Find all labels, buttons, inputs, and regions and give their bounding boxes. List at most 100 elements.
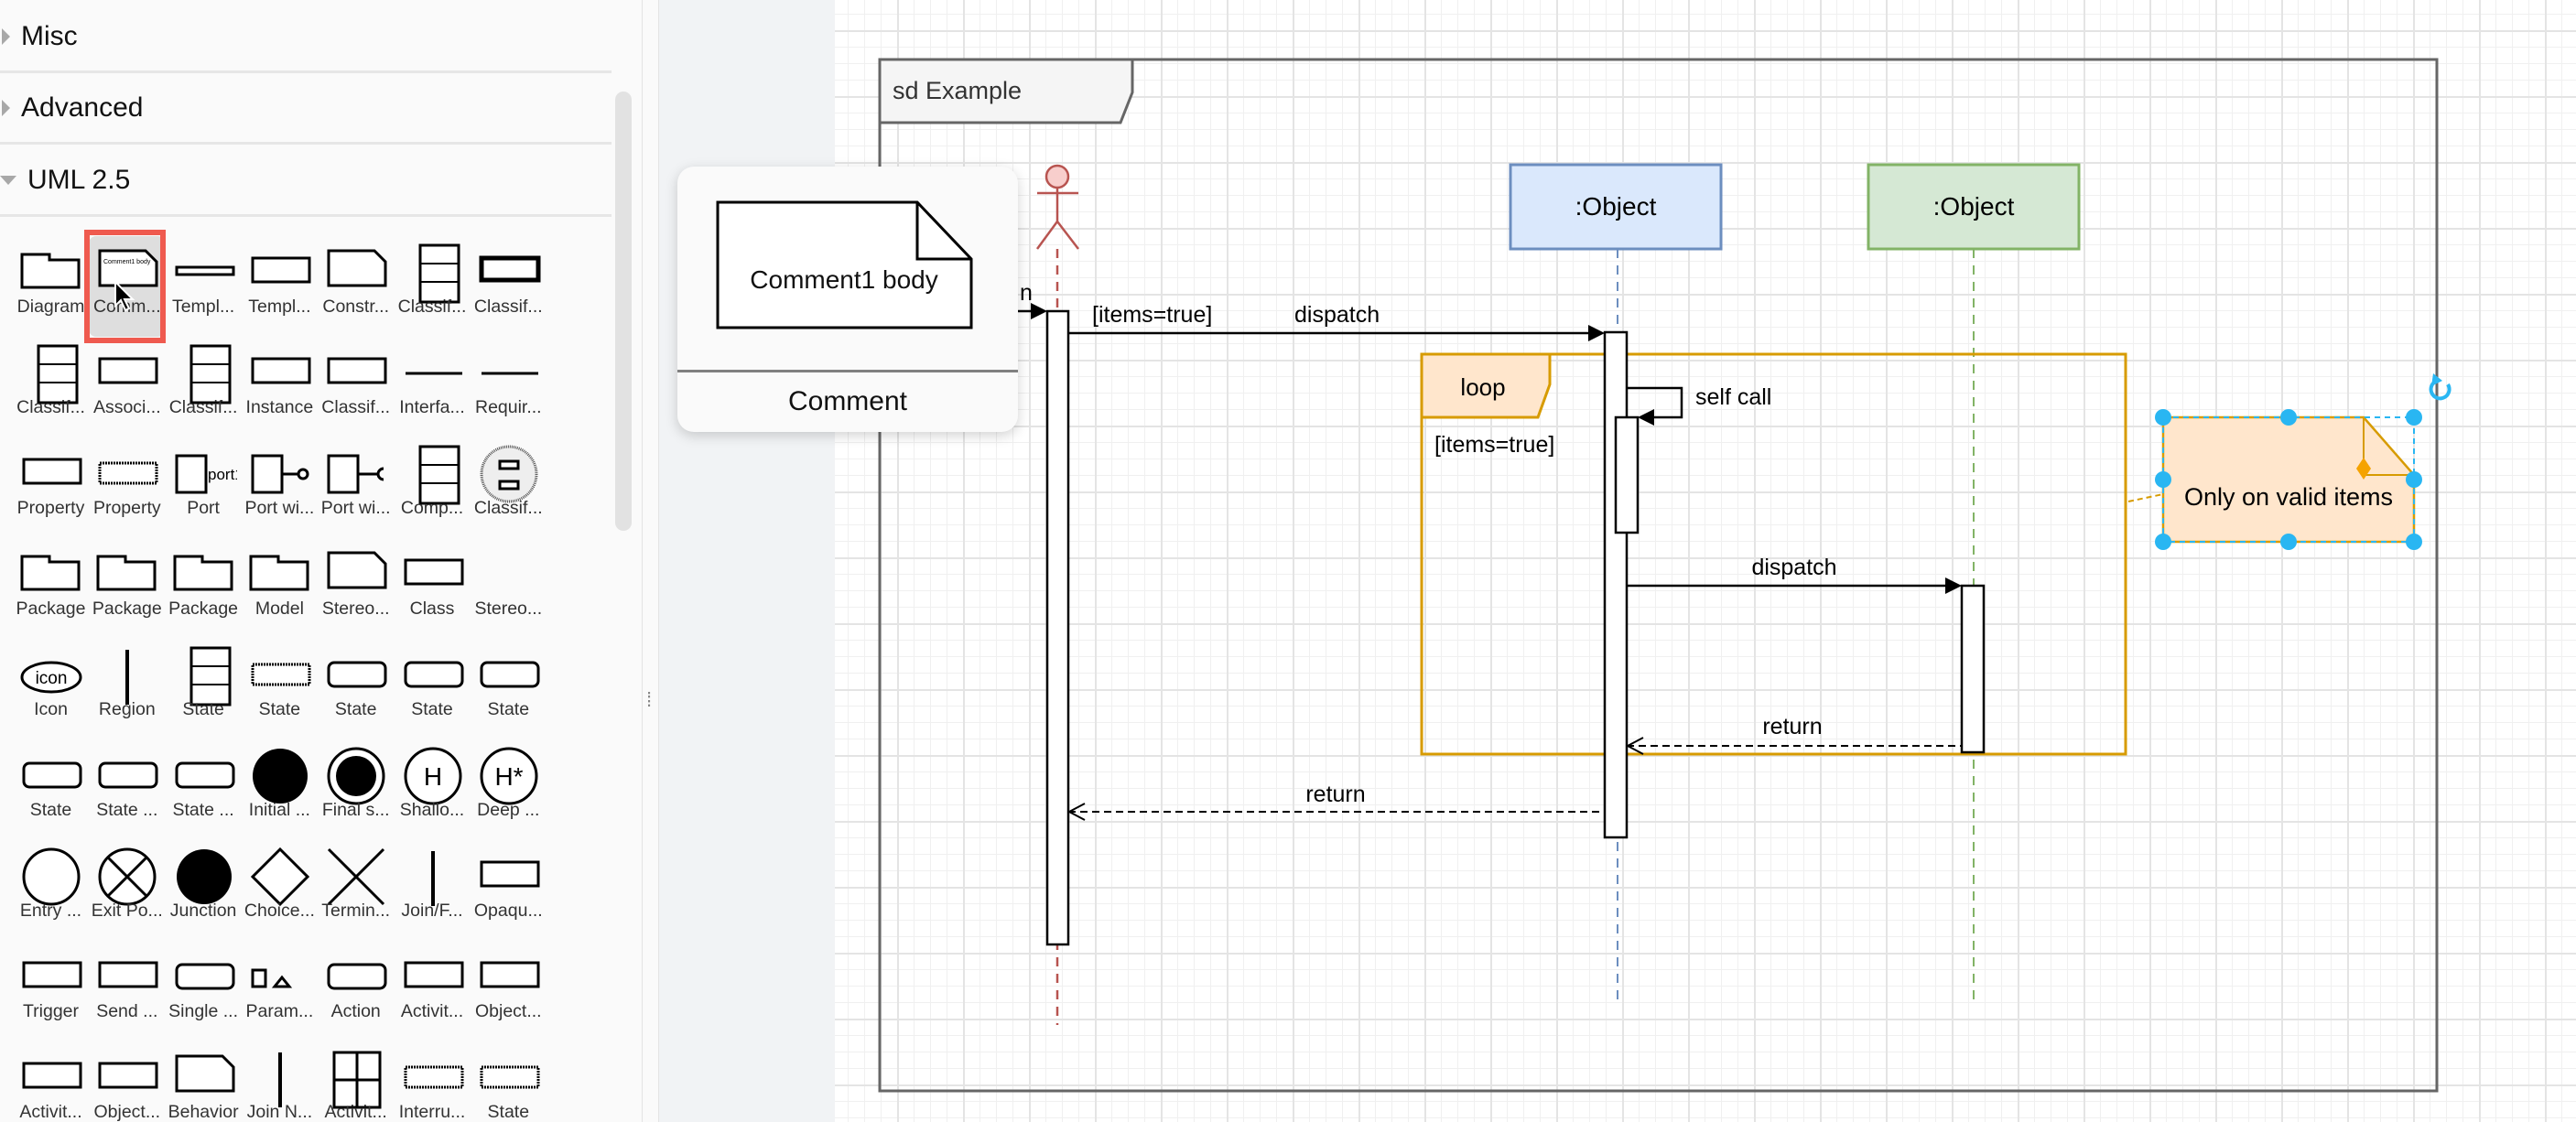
palette-item[interactable]: Requir... bbox=[471, 337, 547, 437]
palette-item[interactable]: Property bbox=[89, 437, 165, 538]
palette-item[interactable]: Classif... bbox=[471, 236, 547, 337]
box-shape-icon bbox=[480, 961, 540, 988]
palette-item[interactable]: Initial ... bbox=[242, 739, 318, 840]
object-1-activation[interactable] bbox=[1603, 330, 1629, 839]
palette-item[interactable]: Termin... bbox=[318, 840, 394, 941]
note-only-valid-items[interactable]: Only on valid items bbox=[2127, 415, 2416, 544]
message-dispatch-1[interactable]: [items=true] dispatch bbox=[1068, 302, 1605, 341]
palette-item[interactable]: port1Port bbox=[166, 437, 242, 538]
palette-item[interactable]: Templ... bbox=[166, 236, 242, 337]
palette-item[interactable]: Associ... bbox=[89, 337, 165, 437]
palette-item[interactable]: Property bbox=[13, 437, 89, 538]
palette-item[interactable]: Behavior bbox=[166, 1041, 242, 1122]
palette-item[interactable]: State bbox=[166, 639, 242, 739]
palette-item-label: Classif... bbox=[473, 297, 543, 317]
palette-item[interactable]: Interru... bbox=[395, 1041, 471, 1122]
collapse-arrow-icon bbox=[0, 175, 16, 185]
palette-item[interactable]: Trigger bbox=[13, 941, 89, 1041]
palette-item[interactable]: State bbox=[395, 639, 471, 739]
resize-handle[interactable] bbox=[2280, 409, 2297, 426]
resize-handle[interactable] bbox=[2280, 534, 2297, 550]
palette-item[interactable]: Join N... bbox=[242, 1041, 318, 1122]
message-dispatch-2[interactable]: dispatch bbox=[1627, 555, 1962, 594]
message-self-call[interactable]: self call bbox=[1627, 384, 1771, 426]
palette-item[interactable]: Classif... bbox=[318, 337, 394, 437]
palette-item[interactable]: Region bbox=[89, 639, 165, 739]
resize-handle[interactable] bbox=[2155, 534, 2171, 550]
palette-item[interactable]: Final s... bbox=[318, 739, 394, 840]
resize-handle[interactable] bbox=[2406, 471, 2422, 488]
palette-item[interactable]: Port wi... bbox=[318, 437, 394, 538]
sidebar-scrollbar[interactable] bbox=[615, 92, 632, 531]
palette-item[interactable]: Object... bbox=[89, 1041, 165, 1122]
actor-activation[interactable] bbox=[1045, 309, 1070, 946]
palette-item[interactable]: Stereo... bbox=[471, 538, 547, 639]
palette-item[interactable]: State bbox=[13, 739, 89, 840]
palette-item-label: Choice... bbox=[244, 901, 315, 921]
palette-item[interactable]: Interfa... bbox=[395, 337, 471, 437]
palette-item[interactable]: Entry ... bbox=[13, 840, 89, 941]
note-fold-handle-icon[interactable] bbox=[2356, 458, 2371, 480]
palette-item[interactable]: Action bbox=[318, 941, 394, 1041]
palette-item[interactable]: Package bbox=[166, 538, 242, 639]
palette-item[interactable]: Param... bbox=[242, 941, 318, 1041]
palette-item[interactable]: Classif... bbox=[395, 236, 471, 337]
palette-item[interactable]: Exit Po... bbox=[89, 840, 165, 941]
palette-item[interactable]: Junction bbox=[166, 840, 242, 941]
palette-item[interactable]: H*Deep ... bbox=[471, 739, 547, 840]
palette-item[interactable]: Constr... bbox=[318, 236, 394, 337]
selection-handles[interactable] bbox=[2155, 409, 2422, 550]
palette-item[interactable]: State ... bbox=[166, 739, 242, 840]
loop-fragment[interactable]: loop [items=true] bbox=[1420, 352, 2127, 756]
palette-item[interactable]: Activit... bbox=[395, 941, 471, 1041]
message-return-1[interactable]: return bbox=[1625, 714, 1962, 755]
resize-handle[interactable] bbox=[2406, 534, 2422, 550]
palette-item[interactable]: State bbox=[318, 639, 394, 739]
palette-item[interactable]: Templ... bbox=[242, 236, 318, 337]
palette-item[interactable]: Model bbox=[242, 538, 318, 639]
object-2[interactable]: :Object bbox=[1867, 163, 2081, 1002]
self-call-activation[interactable] bbox=[1614, 415, 1640, 534]
resize-handle-icon[interactable]: ⁞ bbox=[646, 688, 653, 711]
palette-item[interactable]: Class bbox=[395, 538, 471, 639]
palette-item[interactable]: Port wi... bbox=[242, 437, 318, 538]
port-shape-icon: port1 bbox=[175, 454, 237, 494]
palette-item-label: Package bbox=[168, 599, 239, 619]
palette-item-label: Constr... bbox=[322, 297, 389, 317]
section-advanced[interactable]: Advanced bbox=[0, 73, 612, 145]
rotate-handle-icon[interactable] bbox=[2429, 373, 2452, 401]
object-1[interactable]: :Object bbox=[1509, 163, 1723, 1002]
section-misc[interactable]: Misc bbox=[0, 2, 612, 73]
palette-item[interactable]: Classif... bbox=[13, 337, 89, 437]
frame[interactable]: sd Example bbox=[878, 58, 2439, 1093]
palette-item[interactable]: State bbox=[471, 639, 547, 739]
object-2-activation[interactable] bbox=[1960, 584, 1986, 754]
palette-item[interactable]: Opaqu... bbox=[471, 840, 547, 941]
message-return-2[interactable]: return bbox=[1066, 782, 1605, 821]
palette-item[interactable]: Single ... bbox=[166, 941, 242, 1041]
palette-item[interactable]: Diagram bbox=[13, 236, 89, 337]
object-1-label: :Object bbox=[1575, 192, 1657, 221]
palette-item[interactable]: Classif... bbox=[471, 437, 547, 538]
section-uml25[interactable]: UML 2.5 bbox=[0, 146, 612, 217]
palette-item[interactable]: Choice... bbox=[242, 840, 318, 941]
palette-item[interactable]: Instance bbox=[242, 337, 318, 437]
resize-handle[interactable] bbox=[2155, 471, 2171, 488]
palette-item[interactable]: Stereo... bbox=[318, 538, 394, 639]
palette-item[interactable]: Object... bbox=[471, 941, 547, 1041]
palette-item[interactable]: Activit... bbox=[318, 1041, 394, 1122]
palette-item[interactable]: State bbox=[242, 639, 318, 739]
palette-item[interactable]: State ... bbox=[89, 739, 165, 840]
palette-item[interactable]: Join/F... bbox=[395, 840, 471, 941]
palette-item[interactable]: Send ... bbox=[89, 941, 165, 1041]
palette-item[interactable]: Comp... bbox=[395, 437, 471, 538]
palette-item[interactable]: Classif... bbox=[166, 337, 242, 437]
resize-handle[interactable] bbox=[2406, 409, 2422, 426]
palette-item[interactable]: Activit... bbox=[13, 1041, 89, 1122]
resize-handle[interactable] bbox=[2155, 409, 2171, 426]
palette-item[interactable]: Package bbox=[13, 538, 89, 639]
palette-item[interactable]: State bbox=[471, 1041, 547, 1122]
palette-item[interactable]: Package bbox=[89, 538, 165, 639]
